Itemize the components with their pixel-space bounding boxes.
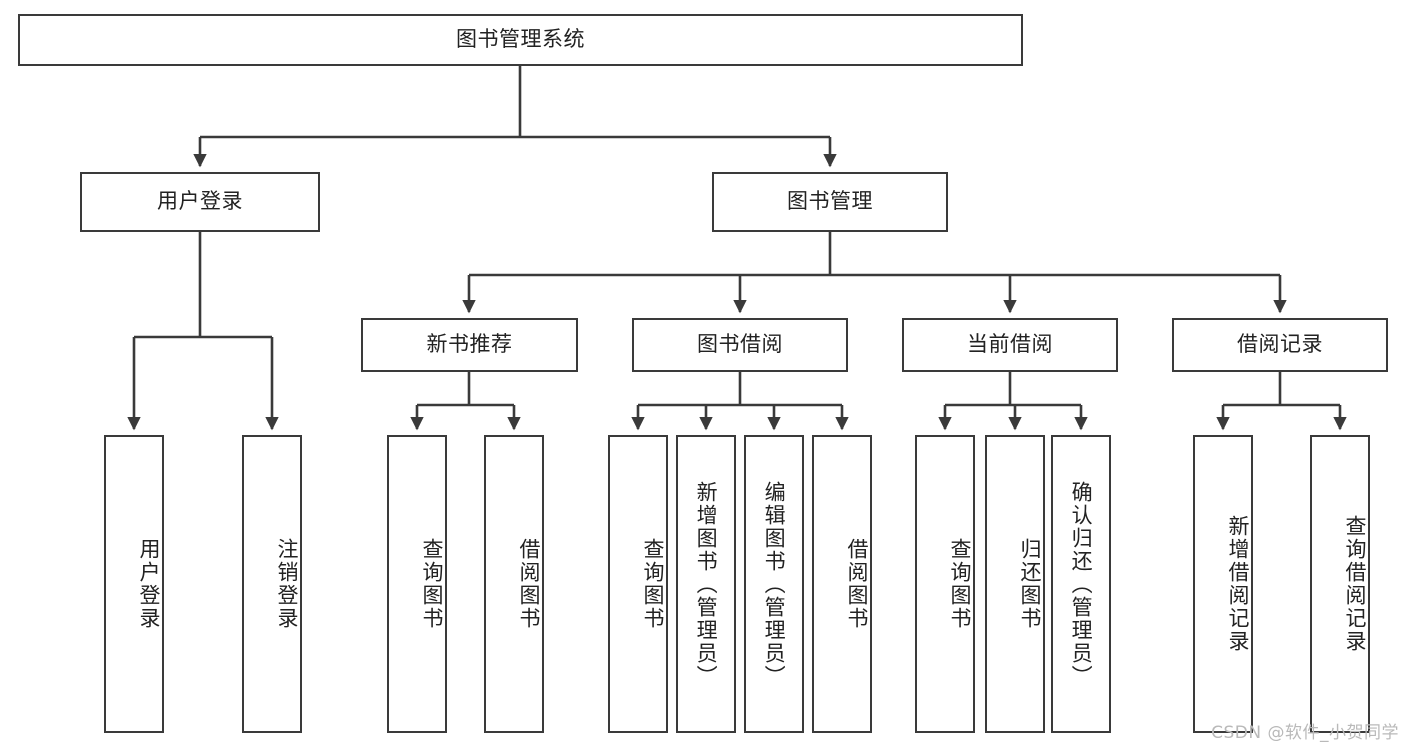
node-leaf-query-book[interactable]: 查询图书 — [608, 435, 668, 733]
node-leaf-user-login[interactable]: 用户登录 — [104, 435, 164, 733]
node-leaf-borrow-book-new[interactable]: 借阅图书 — [484, 435, 544, 733]
node-leaf-query-book-current[interactable]: 查询图书 — [915, 435, 975, 733]
node-leaf-logout[interactable]: 注销登录 — [242, 435, 302, 733]
node-leaf-query-borrow-record[interactable]: 查询借阅记录 — [1310, 435, 1370, 733]
node-borrow-records[interactable]: 借阅记录 — [1172, 318, 1388, 372]
node-book-management-system[interactable]: 图书管理系统 — [18, 14, 1023, 66]
node-leaf-edit-book-admin[interactable]: 编辑图书（管理员） — [744, 435, 804, 733]
node-new-book-recommendation[interactable]: 新书推荐 — [361, 318, 578, 372]
node-leaf-confirm-return-admin[interactable]: 确认归还（管理员） — [1051, 435, 1111, 733]
node-book-management[interactable]: 图书管理 — [712, 172, 948, 232]
node-current-borrowing[interactable]: 当前借阅 — [902, 318, 1118, 372]
node-leaf-query-book-new[interactable]: 查询图书 — [387, 435, 447, 733]
node-leaf-add-borrow-record[interactable]: 新增借阅记录 — [1193, 435, 1253, 733]
node-leaf-return-book[interactable]: 归还图书 — [985, 435, 1045, 733]
node-user-login[interactable]: 用户登录 — [80, 172, 320, 232]
node-leaf-add-book-admin[interactable]: 新增图书（管理员） — [676, 435, 736, 733]
node-book-borrowing[interactable]: 图书借阅 — [632, 318, 848, 372]
node-leaf-borrow-book[interactable]: 借阅图书 — [812, 435, 872, 733]
csdn-watermark: CSDN @软件_小贺同学 — [1211, 723, 1399, 743]
